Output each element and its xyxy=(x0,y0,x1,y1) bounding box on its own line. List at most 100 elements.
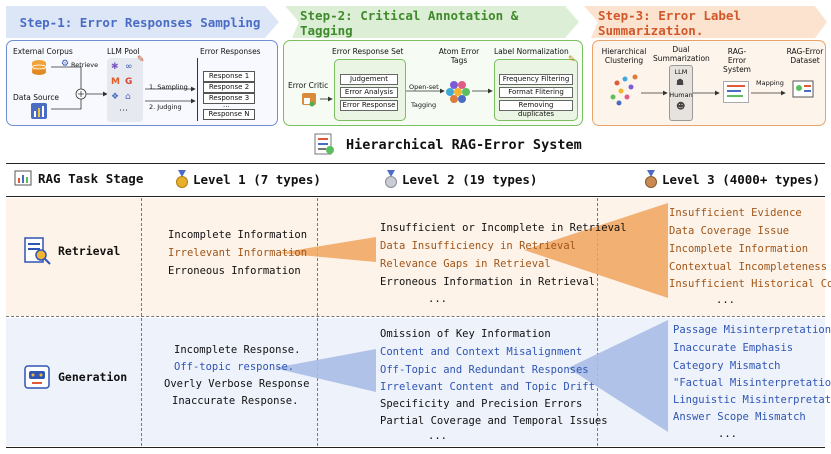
retrieval-l2-item: Relevance Gaps in Retrieval xyxy=(380,258,551,270)
set-item-analysis: Error Analysis xyxy=(340,87,398,98)
generation-l3-item: Passage Misinterpretation xyxy=(673,324,831,336)
retrieval-stage-label: Retrieval xyxy=(58,244,121,258)
critic-icon xyxy=(302,93,316,107)
system-checklist-icon xyxy=(312,132,336,156)
response-ellipsis: ... xyxy=(223,101,230,109)
tagging-label: Tagging xyxy=(411,101,437,109)
rag-error-dataset-label: RAG-Error Dataset xyxy=(786,47,824,65)
step1-connectors xyxy=(51,66,196,110)
column-separator-2 xyxy=(317,198,318,446)
google-logo-icon: G xyxy=(125,77,133,87)
generation-robot-icon xyxy=(22,362,52,392)
retrieval-funnel-l2 xyxy=(278,237,376,262)
retrieval-funnel-l3 xyxy=(524,203,668,298)
step1-title: Step-1: Error Responses Sampling xyxy=(19,15,261,30)
generation-l1-item: Incomplete Response. xyxy=(174,344,301,356)
mapping-label: Mapping xyxy=(756,79,784,87)
set-item-response: Error Response xyxy=(340,100,398,111)
retrieval-l1-item: Irrelevant Information xyxy=(168,247,308,259)
mistral-logo-icon: M xyxy=(111,77,120,87)
retrieval-l2-item: Erroneous Information in Retrieval xyxy=(380,276,595,288)
response-item: Response 2 xyxy=(203,82,255,93)
response-item: Response N xyxy=(203,109,255,120)
retrieval-band xyxy=(6,198,825,316)
llm-label: LLM xyxy=(674,68,688,76)
step-banners xyxy=(6,6,827,38)
generation-l1-item: Overly Verbose Response xyxy=(164,378,310,390)
gold-medal-icon xyxy=(175,170,189,188)
retrieval-l3-item: Contextual Incompleteness xyxy=(669,261,828,273)
generation-l2-ellipsis: ... xyxy=(428,430,447,442)
system-doc-icon xyxy=(723,81,749,103)
step1-banner-shape xyxy=(6,6,279,38)
step3-banner-shape xyxy=(584,6,827,38)
header-level3-label: Level 3 (4000+ types) xyxy=(662,171,821,187)
llm-pool-box: ✱ ∞ M G ❖ ⌂ ⋯ xyxy=(107,58,143,122)
llm-logo-icon: ✱ xyxy=(111,62,119,72)
human-label: Human xyxy=(669,91,693,99)
step3-panel: Hierarchical Clustering Dual Summarizati… xyxy=(592,40,826,126)
table-bottom-rule xyxy=(6,447,825,448)
header-stage-label: RAG Task Stage xyxy=(38,170,144,186)
column-separator-3 xyxy=(597,198,598,446)
generation-l2-item: Irrelevant Content and Topic Drift xyxy=(380,381,595,393)
table-top-rule xyxy=(6,163,825,164)
error-responses-label: Error Responses xyxy=(200,47,261,56)
retrieve-label: Retrieve xyxy=(71,61,99,69)
header-level3: Level 3 (4000+ types) xyxy=(644,170,820,188)
generation-l3-item: "Factual Misinterpretation xyxy=(673,377,831,389)
response-item: Response 3 xyxy=(203,93,255,104)
generation-l3-item: Linguistic Misinterpretation xyxy=(673,394,831,406)
generation-l2-item: Specificity and Precision Errors xyxy=(380,398,583,410)
external-corpus-label: External Corpus xyxy=(13,47,73,56)
retrieval-doc-search-icon xyxy=(22,236,52,266)
meta-logo-icon: ∞ xyxy=(125,62,133,72)
sampling-label: 1. Sampling xyxy=(149,83,188,91)
step2-title: Step-2: Critical Annotation & Tagging xyxy=(300,7,519,38)
dual-summarization-box: LLM ☗ Human ☻ xyxy=(669,65,693,121)
header-level2: Level 2 (19 types) xyxy=(384,170,537,188)
response-item: Response 1 xyxy=(203,71,255,82)
retrieval-l3-item: Incomplete Information xyxy=(669,243,809,255)
retrieval-l1-item: Erroneous Information xyxy=(168,265,301,277)
atom-tags-cluster xyxy=(446,81,470,103)
dual-summarization-label: Dual Summarization xyxy=(653,45,710,63)
step2-banner-shape xyxy=(285,6,579,38)
row-separator xyxy=(6,316,825,317)
set-item-judgement: Judgement xyxy=(340,74,398,85)
label-normalization-label: Label Normalization xyxy=(494,47,569,56)
generation-l1-item: Off-topic response. xyxy=(174,361,295,373)
generation-l2-item: Omission of Key Information xyxy=(380,328,551,340)
step1-panel: External Corpus ⚙ Retrieve Data Source L… xyxy=(6,40,278,126)
error-response-set-label: Error Response Set xyxy=(332,47,404,56)
robot-icon: ☗ xyxy=(676,78,685,88)
generation-l2-item: Content and Context Misalignment xyxy=(380,346,583,358)
llm-pool-label: LLM Pool xyxy=(107,47,140,56)
responses-bracket xyxy=(197,58,198,121)
retrieval-l1-item: Incomplete Information xyxy=(168,229,308,241)
retrieval-l3-item: Insufficient Historical Context xyxy=(669,278,831,290)
generation-l3-item: Category Mismatch xyxy=(673,360,781,372)
model-logo-icon-2: ⌂ xyxy=(125,92,131,102)
generation-l3-item: Answer Scope Mismatch xyxy=(673,411,806,423)
more-models-icon: ⋯ xyxy=(119,106,128,116)
dataset-icon xyxy=(791,79,815,101)
step3-graphics xyxy=(610,74,786,106)
retrieve-icon: ⚙ xyxy=(61,59,70,69)
bronze-medal-icon xyxy=(644,170,658,188)
atom-error-tags-label: Atom Error Tags xyxy=(438,47,480,65)
header-bottom-rule xyxy=(6,196,825,197)
generation-funnel-l2 xyxy=(274,349,376,392)
human-icon: ☻ xyxy=(676,102,686,112)
data-source-icon xyxy=(31,103,47,119)
generation-funnel-l3 xyxy=(568,320,668,432)
stage-chart-icon xyxy=(14,170,32,186)
filter-pen-icon: ✎ xyxy=(568,55,576,65)
step2-panel: Error Critic Error Response Set Judgemen… xyxy=(283,40,583,126)
norm-item-frequency: Frequency Filtering xyxy=(499,74,573,85)
retrieval-l2-item: Data Insufficiency in Retrieval xyxy=(380,240,576,252)
error-critic-label: Error Critic xyxy=(288,81,329,90)
header-level1-label: Level 1 (7 types) xyxy=(193,171,321,187)
open-set-label: Open-set xyxy=(409,83,439,91)
